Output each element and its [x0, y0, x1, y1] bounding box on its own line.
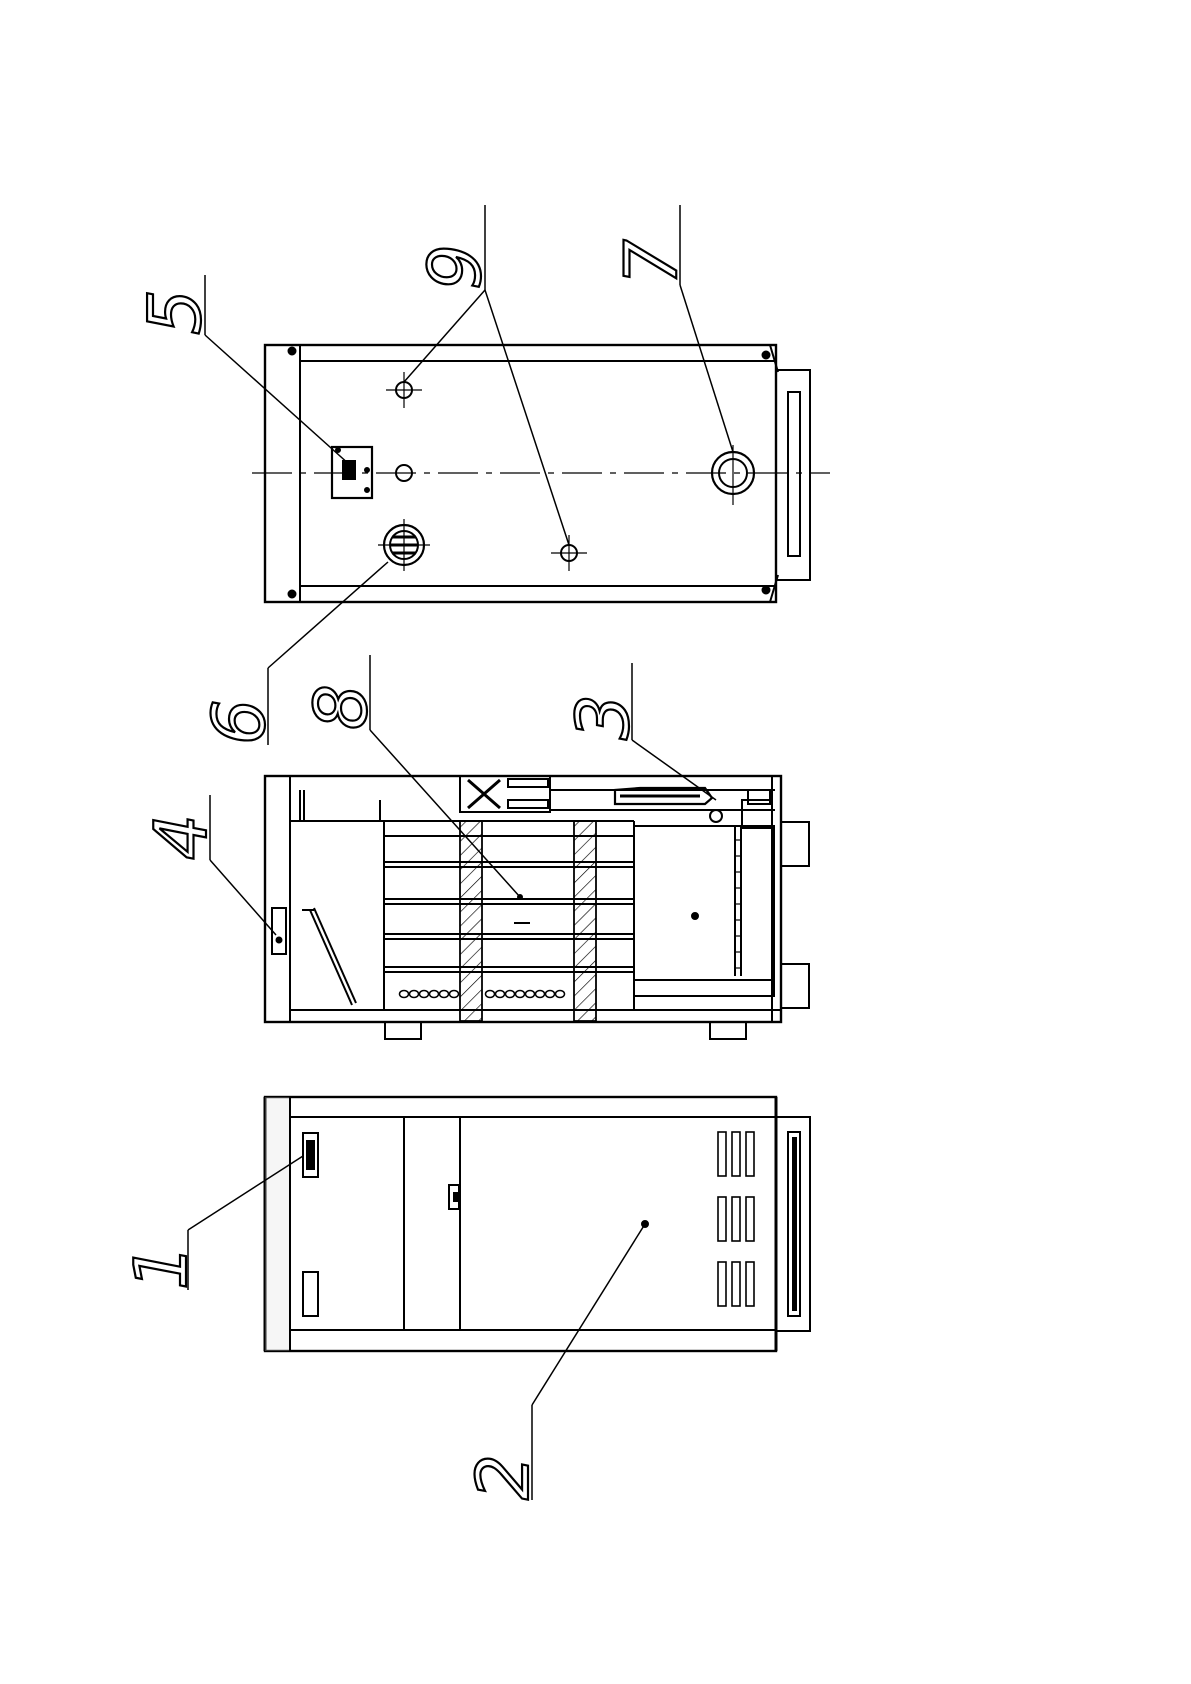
- callout-5: 5: [133, 289, 217, 335]
- callout-2: 2: [461, 1454, 545, 1500]
- callout-1: 1: [119, 1244, 203, 1290]
- callout-labels: 1 2 3 4 5 6 7 8 9: [119, 239, 693, 1500]
- rear-fitting-9b: [551, 535, 587, 571]
- callout-6: 6: [197, 699, 281, 745]
- side-foot-left-1: [385, 1022, 421, 1039]
- callout-9: 9: [413, 244, 497, 290]
- front-louvers: [718, 1132, 754, 1306]
- callout-3: 3: [561, 694, 645, 740]
- front-view: [265, 1097, 810, 1351]
- rear-view: [252, 345, 830, 602]
- callout-7: 7: [609, 239, 693, 285]
- rear-base: [776, 370, 810, 580]
- side-foot-bottom: [781, 964, 809, 1008]
- callout-4: 4: [139, 814, 223, 860]
- side-foot-top: [781, 822, 809, 866]
- side-thermostat: [272, 908, 286, 954]
- side-section-view: [265, 776, 809, 1039]
- rear-pipe-7: [712, 445, 754, 505]
- callout-8: 8: [299, 684, 383, 730]
- front-slot-bottom: [303, 1272, 318, 1316]
- side-foot-left-2: [710, 1022, 746, 1039]
- hatched-bar-right: [574, 821, 596, 1021]
- rear-fitting-9a: [386, 372, 422, 408]
